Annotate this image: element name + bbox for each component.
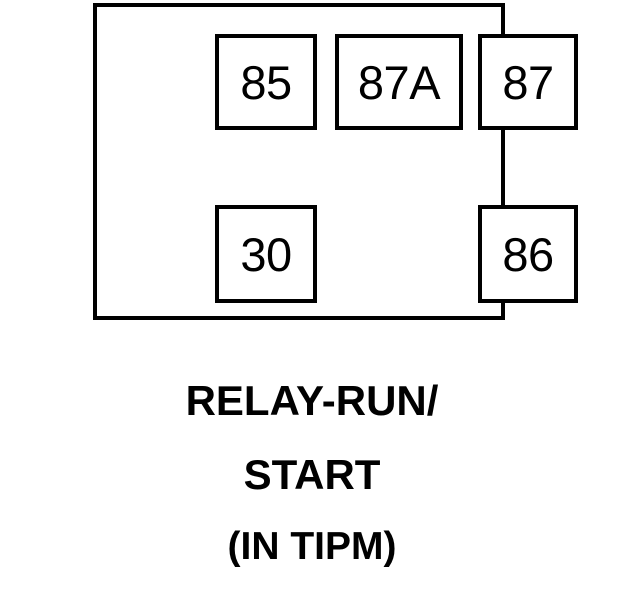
relay-caption-line-1: RELAY-RUN/ <box>185 377 439 424</box>
relay-body-outline: 85 87A 87 30 86 <box>93 3 578 320</box>
relay-terminal-85-label: 85 <box>240 55 292 109</box>
relay-terminal-85: 85 <box>215 34 317 130</box>
relay-terminal-86: 86 <box>478 205 578 303</box>
relay-terminal-87a-label: 87A <box>357 55 441 109</box>
relay-terminal-87-label: 87 <box>502 55 554 109</box>
relay-terminal-87a: 87A <box>335 34 463 130</box>
relay-terminal-86-label: 86 <box>502 227 554 281</box>
relay-terminal-30: 30 <box>215 205 317 303</box>
relay-terminal-30-label: 30 <box>240 227 292 281</box>
relay-caption-line-3: (IN TIPM) <box>227 525 397 568</box>
relay-caption-line-2: START <box>243 451 381 498</box>
relay-terminal-87: 87 <box>478 34 578 130</box>
relay-caption: RELAY-RUN/ START (IN TIPM) <box>0 377 624 569</box>
